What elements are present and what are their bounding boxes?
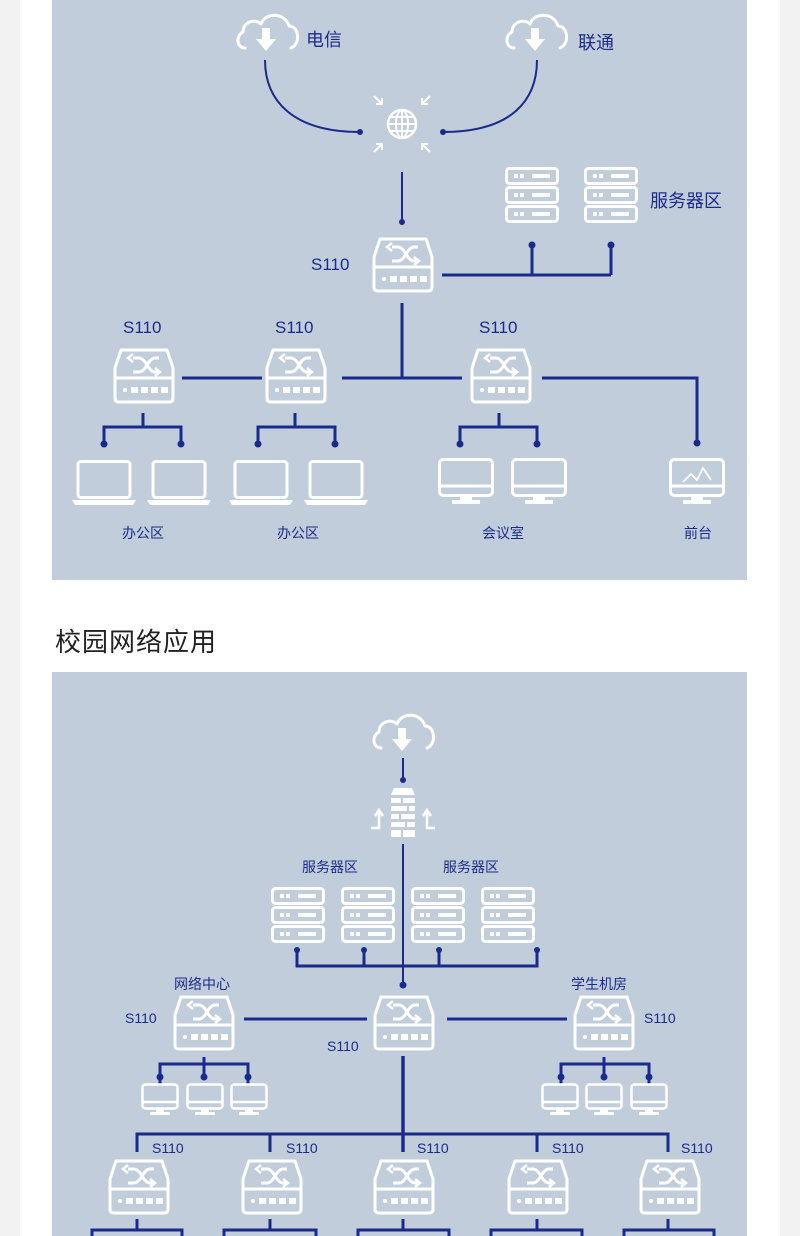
server-icon bbox=[481, 887, 535, 943]
isp-label-unicom: 联通 bbox=[578, 33, 614, 54]
link-core-servers bbox=[442, 245, 613, 277]
campus-network-diagram: 服务器区 服务器区 网络中心 S110 S110 学生机房 S110 S110 … bbox=[52, 672, 747, 1236]
section-title: 校园网络应用 bbox=[55, 628, 218, 658]
link-servers-bus bbox=[295, 952, 539, 968]
zone-label-reception: 前台 bbox=[684, 526, 712, 542]
link-node bbox=[693, 439, 701, 447]
server-icon bbox=[584, 167, 638, 223]
network-center-switch-icon bbox=[173, 995, 235, 1051]
laptop-icon bbox=[302, 460, 370, 507]
monitor-icon bbox=[438, 458, 494, 506]
core-switch-icon bbox=[372, 237, 434, 293]
zone-label-meeting-room: 会议室 bbox=[482, 526, 524, 542]
monitor-icon bbox=[541, 1083, 579, 1117]
core-switch-icon bbox=[373, 995, 435, 1051]
laptop-icon bbox=[70, 460, 138, 507]
access-switch-icon bbox=[108, 1159, 170, 1215]
link-node bbox=[607, 241, 615, 249]
core-switch-label: S110 bbox=[311, 255, 350, 274]
server-zone-label-right: 服务器区 bbox=[443, 859, 499, 875]
server-icon bbox=[271, 887, 325, 943]
firewall-icon bbox=[371, 788, 435, 837]
zone-label-office: 办公区 bbox=[122, 526, 164, 542]
access-switch-label: S110 bbox=[681, 1140, 713, 1156]
link-node bbox=[528, 241, 536, 249]
branch-links bbox=[102, 413, 539, 442]
monitor-icon bbox=[230, 1083, 268, 1117]
server-zone-label-left: 服务器区 bbox=[302, 859, 358, 875]
access-switch-label: S110 bbox=[417, 1140, 449, 1156]
server-nodes bbox=[294, 947, 540, 989]
link-telecom bbox=[264, 59, 361, 133]
monitor-activity-icon bbox=[669, 458, 725, 506]
link-node bbox=[440, 129, 446, 135]
laptop-icon bbox=[227, 460, 295, 507]
network-center-switch-label: S110 bbox=[125, 1010, 157, 1026]
link-node bbox=[399, 219, 405, 225]
access-switch-icon bbox=[241, 1159, 303, 1215]
server-icon bbox=[411, 887, 465, 943]
monitor-icon bbox=[511, 458, 567, 506]
monitor-icon bbox=[186, 1083, 224, 1117]
globe-gateway-icon bbox=[373, 95, 431, 153]
side-branch-nodes bbox=[156, 1073, 653, 1081]
zone-label-office: 办公区 bbox=[277, 526, 319, 542]
switch-label: S110 bbox=[479, 318, 518, 337]
switch-label: S110 bbox=[123, 318, 162, 337]
enterprise-network-diagram: 电信 联通 服务器区 S110 S110 S110 S110 办公区 办公区 会… bbox=[52, 0, 747, 580]
link-unicom bbox=[442, 59, 538, 133]
student-lab-switch-icon bbox=[573, 995, 635, 1051]
laptop-icon bbox=[145, 460, 213, 507]
link-access-row bbox=[182, 376, 699, 440]
cloud-download-icon-unicom bbox=[505, 13, 569, 53]
access-branch-links bbox=[90, 1219, 716, 1236]
monitor-icon bbox=[585, 1083, 623, 1117]
access-switch-icon bbox=[265, 348, 327, 404]
server-icon bbox=[505, 167, 559, 223]
isp-label-telecom: 电信 bbox=[306, 30, 342, 51]
server-icon bbox=[341, 887, 395, 943]
server-zone-label: 服务器区 bbox=[650, 191, 722, 212]
link-node bbox=[400, 777, 406, 783]
access-switch-icon bbox=[507, 1159, 569, 1215]
link-node bbox=[357, 129, 363, 135]
access-switch-icon bbox=[113, 348, 175, 404]
cloud-download-icon bbox=[372, 713, 436, 753]
monitor-icon bbox=[141, 1083, 179, 1117]
link-access-bus bbox=[135, 1132, 670, 1152]
student-lab-switch-label: S110 bbox=[644, 1010, 676, 1026]
access-switch-label: S110 bbox=[152, 1140, 184, 1156]
access-switch-label: S110 bbox=[552, 1140, 584, 1156]
access-switch-icon bbox=[639, 1159, 701, 1215]
access-switch-label: S110 bbox=[286, 1140, 318, 1156]
network-center-label: 网络中心 bbox=[174, 976, 230, 992]
switch-label: S110 bbox=[275, 318, 314, 337]
access-switch-icon bbox=[373, 1159, 435, 1215]
cloud-download-icon-telecom bbox=[236, 13, 300, 53]
monitor-icon bbox=[630, 1083, 668, 1117]
access-switch-icon bbox=[470, 348, 532, 404]
core-switch-label: S110 bbox=[327, 1038, 359, 1054]
student-lab-label: 学生机房 bbox=[571, 976, 627, 992]
branch-nodes bbox=[100, 440, 541, 448]
